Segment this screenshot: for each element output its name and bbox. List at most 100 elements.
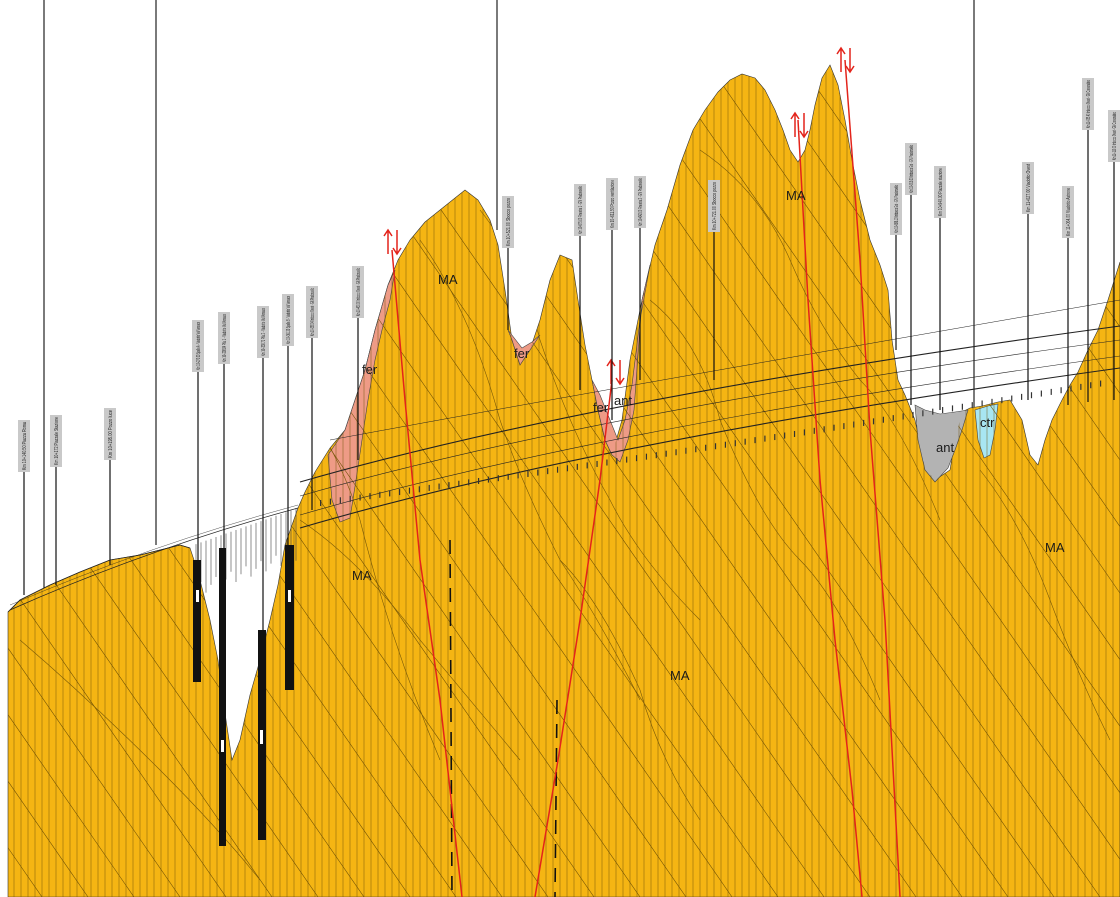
pile-marker [260, 730, 263, 744]
chainage-tick [468, 479, 470, 486]
tag-box [634, 176, 646, 228]
chainage-tick [872, 418, 875, 425]
tag-text: Km 10+140.50 Piazza Roma [22, 422, 28, 470]
fault-line [534, 379, 613, 897]
station-tag: Km 10+915.00 Imbocco Est - GN Pradonoell… [905, 143, 917, 405]
chainage-tick [685, 447, 687, 454]
tag-text: Km 10+898.10 Imbocco Est - GN Pradonoell… [894, 185, 900, 233]
chainage-tick [823, 426, 825, 433]
unit-label-ctr: ctr [980, 415, 995, 430]
tag-box [574, 184, 586, 236]
pile-marker [196, 590, 199, 602]
pile-marker [221, 740, 224, 752]
station-tag: Km 11+110.00 Imbocco Ovest - GN Consonal… [1108, 110, 1120, 400]
tag-text: Km 10+521.00 Sbocco pozzo [506, 198, 512, 246]
tag-text: Km 11+064.00 Viadotto Astrone [1066, 188, 1072, 236]
chainage-tick [853, 421, 855, 428]
tag-text: Km 10+172 Piazzale Stazione [54, 417, 60, 465]
bedding-line [8, 65, 273, 897]
chainage-tick [448, 482, 450, 489]
tag-text: Km 10+298.84 Pila 1 - Viadotto Val Versa… [222, 314, 228, 362]
bedding-line [8, 65, 319, 897]
fault-traces [391, 59, 901, 897]
tunnel-chainage-ticks [320, 380, 1102, 506]
chainage-tick [497, 475, 499, 482]
chainage-tick [556, 466, 559, 473]
tag-text: Km 10+721.00 Sbocco pozzo [712, 182, 718, 230]
bedding-line [8, 65, 181, 897]
unit-ctr-fill [974, 403, 999, 459]
chainage-tick [408, 487, 411, 494]
chainage-tick [793, 430, 796, 437]
chainage-tick [744, 438, 746, 445]
chainage-tick [477, 477, 480, 484]
tag-text: Km 10+388.04 Imbocco Ovest - GN Pradonoe… [310, 288, 316, 336]
tag-text: Km 10+915.00 Imbocco Est - GN Pradonoell… [909, 145, 915, 193]
tag-text: Km 10+575.00 Finestra 1 - GN Pradonoello [578, 186, 584, 234]
chainage-tick [991, 398, 993, 405]
bedding-line [663, 65, 1120, 897]
chainage-tick [863, 419, 865, 426]
chainage-tick [596, 460, 598, 467]
unit-label-ma: MA [670, 668, 690, 683]
railway-grade-line [9, 504, 299, 606]
chainage-tick [566, 465, 569, 472]
tag-box [1022, 162, 1034, 214]
chainage-tick [1021, 393, 1023, 400]
chainage-tick [803, 429, 805, 436]
station-tag: Km 10+721.00 Sbocco pozzo [708, 180, 720, 380]
station-tag: Km 10+430.00 Imbocco Ovest - GN Pradonoe… [352, 266, 364, 460]
tag-box [352, 266, 364, 318]
railway-grade-line [9, 507, 299, 611]
chainage-tick [1040, 390, 1042, 397]
unit-label-ma: MA [438, 272, 458, 287]
chainage-tick [754, 437, 756, 444]
chainage-tick [586, 462, 588, 469]
station-tag: Km 10+575.00 Finestra 1 - GN Pradonoello [574, 184, 586, 390]
unit-label-ant: ant [936, 440, 954, 455]
chainage-tick [576, 463, 578, 470]
tag-box [905, 143, 917, 195]
chainage-tick [764, 435, 766, 442]
chainage-tick [389, 490, 391, 497]
unit-label-ma: MA [1045, 540, 1065, 555]
tag-box [502, 196, 514, 248]
bedding-line [709, 65, 1120, 897]
chainage-tick [774, 434, 776, 441]
bedding-line [8, 65, 135, 897]
tag-box [1108, 110, 1120, 162]
station-tag: Km 10+898.10 Imbocco Est - GN Pradonoell… [890, 183, 902, 350]
station-tag: Km 10+521.00 Sbocco pozzo [502, 196, 514, 330]
station-tag: Km 10+298.84 Pila 1 - Viadotto Val Versa… [218, 312, 230, 550]
tag-text: Km 10+195.00 Pozzo luce [108, 410, 114, 458]
fault-line [844, 59, 901, 897]
station-tag: Km 11+027.00 Viadotto Ovest [1022, 162, 1034, 400]
chainage-tick [705, 444, 707, 451]
chainage-tick [784, 432, 786, 439]
chainage-tick [882, 416, 884, 423]
chainage-tick [547, 468, 549, 475]
chainage-tick [635, 455, 638, 462]
tag-box [192, 320, 204, 372]
pile-marker [288, 590, 291, 602]
chainage-tick [616, 458, 618, 465]
tag-text: Km 10+642.00 Finestra 2 - GN Pradonoello [638, 178, 644, 226]
station-tags: Km 10+140.50 Piazza Roma Km 10+172 Piazza… [18, 78, 1120, 630]
chainage-tick [458, 480, 460, 487]
tag-text: Km 11+085.40 Imbocco Ovest - GN Consonal… [1086, 80, 1092, 128]
fault-arrow-icon [790, 111, 809, 139]
chainage-tick [971, 402, 973, 409]
bedding-line [8, 65, 227, 897]
chainage-tick [507, 473, 509, 480]
chainage-tick [665, 450, 667, 457]
chainage-tick [724, 441, 727, 448]
tag-text: Km 10+330.71 Pila 2 - Viadotto Val Versa… [261, 308, 267, 356]
unit-label-fer: fer [593, 400, 609, 415]
tag-box [104, 408, 116, 460]
tag-box [218, 312, 230, 364]
chainage-tick [1080, 383, 1082, 390]
chainage-tick [961, 403, 963, 410]
tag-box [606, 178, 618, 230]
chainage-tick [339, 497, 341, 504]
